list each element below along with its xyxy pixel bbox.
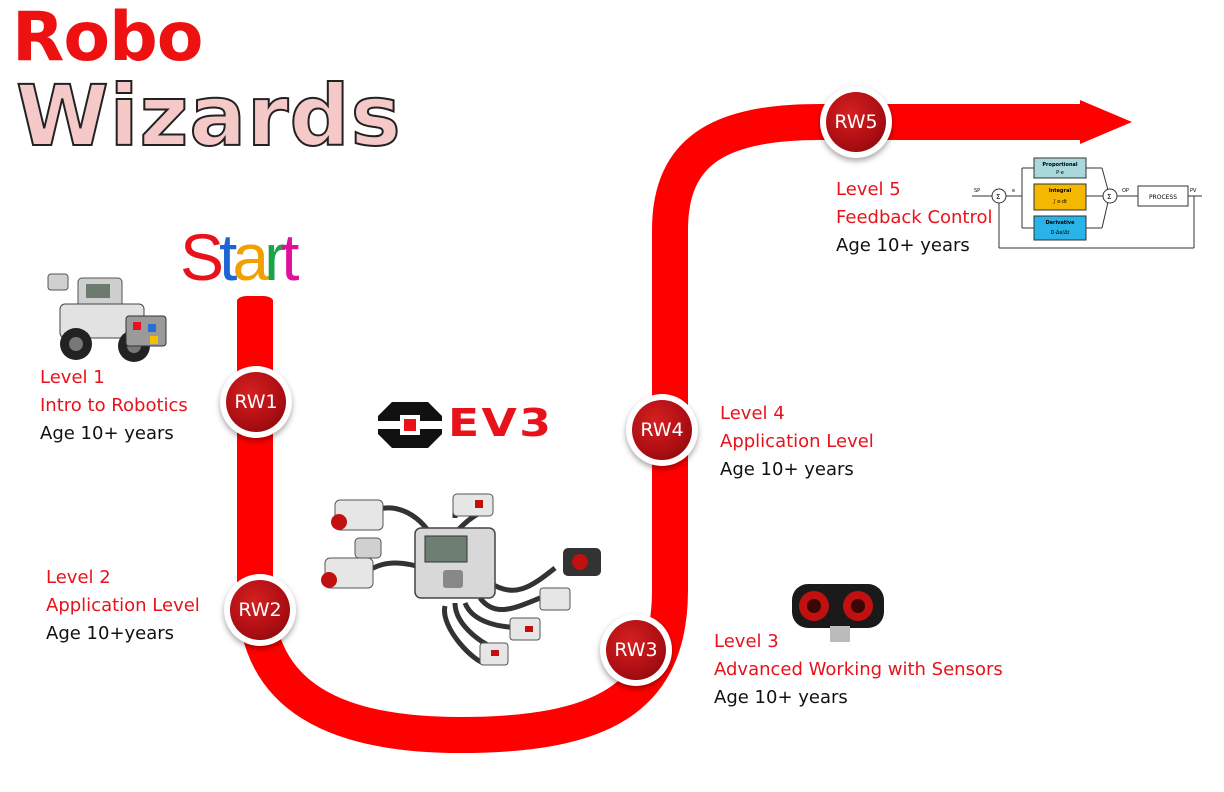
pid-integral: Integral <box>1049 188 1072 194</box>
pid-sp: SP <box>974 188 980 194</box>
start-letter: r <box>264 220 286 294</box>
ultrasonic-sensor-image <box>792 584 884 642</box>
level-1-info: Level 1 Intro to Robotics Age 10+ years <box>40 364 188 448</box>
pid-sum-1: Σ <box>996 193 1000 201</box>
level-subtitle: Feedback Control <box>836 207 993 228</box>
level-4-info: Level 4 Application Level Age 10+ years <box>720 400 874 484</box>
track-path <box>237 104 1080 754</box>
badge-rw3: RW3 <box>600 614 672 686</box>
title-robo: Robo <box>12 0 203 77</box>
badge-rw4: RW4 <box>626 394 698 466</box>
level-title: Level 2 <box>46 567 111 588</box>
pid-sum-2: Σ <box>1107 193 1111 201</box>
level-subtitle: Intro to Robotics <box>40 395 188 416</box>
badge-rw2: RW2 <box>224 574 296 646</box>
level-age: Age 10+ years <box>714 687 848 708</box>
pid-diagram: SP e OP PV Σ Σ Proportional P·e Integral… <box>962 150 1202 254</box>
level-age: Age 10+years <box>46 623 175 644</box>
start-label: Start <box>180 224 300 290</box>
robot-image <box>47 273 167 362</box>
level-title: Level 1 <box>40 367 105 388</box>
pid-proportional-eq: P·e <box>1056 170 1064 176</box>
track-arrowhead <box>1080 100 1132 144</box>
level-age: Age 10+ years <box>836 235 970 256</box>
pid-e: e <box>1012 188 1015 194</box>
level-age: Age 10+ years <box>720 459 854 480</box>
ev3-logo-text: EV3 <box>448 401 554 445</box>
badge-rw5: RW5 <box>820 86 892 158</box>
pid-derivative: Derivative <box>1045 220 1075 226</box>
level-title: Level 5 <box>836 179 901 200</box>
level-2-info: Level 2 Application Level Age 10+years <box>46 564 200 648</box>
level-3-info: Level 3 Advanced Working with Sensors Ag… <box>714 628 1003 712</box>
level-title: Level 3 <box>714 631 779 652</box>
pid-pv: PV <box>1190 188 1197 194</box>
level-5-info: Level 5 Feedback Control Age 10+ years <box>836 176 993 260</box>
pid-integral-eq: ∫ e·dt <box>1053 199 1067 205</box>
title-wizards: Wizards <box>15 67 402 165</box>
pid-derivative-eq: D·Δe/Δt <box>1050 230 1069 236</box>
pid-proportional: Proportional <box>1042 162 1078 168</box>
level-title: Level 4 <box>720 403 785 424</box>
level-subtitle: Application Level <box>720 431 874 452</box>
ev3-logo-icon <box>378 402 442 448</box>
badge-rw1: RW1 <box>220 366 292 438</box>
start-letter: S <box>180 220 224 294</box>
track-start-cap <box>237 296 273 306</box>
start-letter: a <box>232 220 269 294</box>
ev3-kit-image <box>321 493 601 666</box>
level-subtitle: Advanced Working with Sensors <box>714 659 1003 680</box>
pid-process: PROCESS <box>1149 194 1177 201</box>
start-letter: t <box>219 220 237 294</box>
start-letter: t <box>281 220 299 294</box>
pid-op: OP <box>1122 188 1129 194</box>
level-age: Age 10+ years <box>40 423 174 444</box>
level-subtitle: Application Level <box>46 595 200 616</box>
